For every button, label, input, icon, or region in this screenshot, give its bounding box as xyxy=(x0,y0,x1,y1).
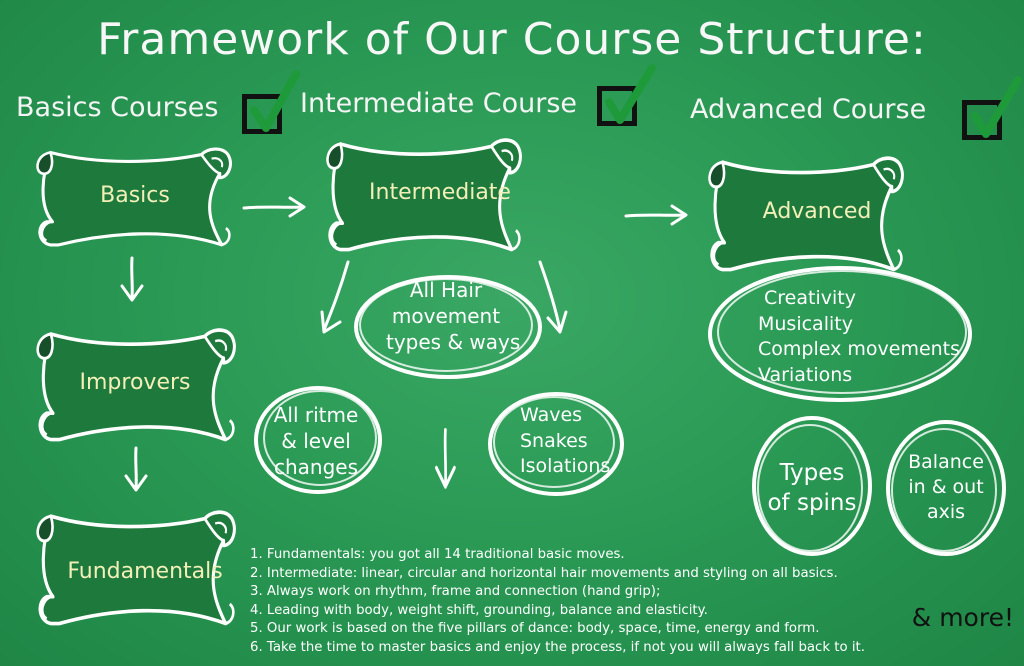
note-item: 3. Always work on rhythm, frame and conn… xyxy=(250,584,661,600)
scroll-label-improvers: Improvers xyxy=(79,370,191,395)
intermediate-checkmark-icon xyxy=(605,64,656,124)
note-item: 1. Fundamentals: you got all 14 traditio… xyxy=(250,547,625,562)
topic-advanced-main: Creativity Musicality Complex movements … xyxy=(758,287,961,386)
header-advanced-course: Advanced Course xyxy=(690,94,927,125)
arrow-improvers-to-fundamentals xyxy=(124,446,148,492)
ellipse-balance xyxy=(886,420,1006,556)
header-basics-courses: Basics Courses xyxy=(16,92,219,123)
arrow-basics-to-intermediate xyxy=(242,196,306,218)
arrow-basics-to-improvers xyxy=(120,256,144,302)
ellipse-advanced-main xyxy=(708,266,972,402)
note-item: 4. Leading with body, weight shift, grou… xyxy=(250,602,708,618)
note-item: 6. Take the time to master basics and en… xyxy=(250,639,865,655)
notes-list: 1. Fundamentals: you got all 14 traditio… xyxy=(250,546,865,658)
topic-waves: Waves Snakes Isolations xyxy=(520,404,611,477)
and-more-label: & more! xyxy=(911,603,1014,632)
intermediate-checkbox[interactable] xyxy=(597,86,637,126)
scroll-label-advanced: Advanced xyxy=(762,199,872,224)
page-title: Framework of Our Course Structure: xyxy=(97,14,927,65)
scroll-label-fundamentals: Fundamentals xyxy=(67,559,223,584)
ellipse-waves xyxy=(488,392,624,496)
scroll-label-intermediate: Intermediate xyxy=(369,180,511,205)
basics-checkmark-icon xyxy=(250,70,300,132)
ellipse-ritme xyxy=(254,386,382,494)
ellipse-hair-movement xyxy=(354,275,542,379)
scroll-label-basics: Basics xyxy=(100,183,170,208)
arrow-intermediate-to-advanced xyxy=(624,204,688,226)
header-intermediate-course: Intermediate Course xyxy=(300,88,578,119)
advanced-checkbox[interactable] xyxy=(962,100,1002,140)
note-item: 5. Our work is based on the five pillars… xyxy=(250,621,820,637)
topic-hair-movement: All Hair movement types & ways xyxy=(386,278,521,354)
note-item: 2. Intermediate: linear, circular and ho… xyxy=(250,565,838,581)
topic-ritme-level: All ritme & level changes xyxy=(273,403,359,479)
advanced-checkmark-icon xyxy=(971,76,1022,138)
basics-checkbox[interactable] xyxy=(242,94,282,134)
topic-balance: Balance in & out axis xyxy=(908,451,984,523)
ellipse-spins xyxy=(752,416,872,556)
topic-spins: Types of spins xyxy=(767,460,857,516)
arrow-intermediate-down xyxy=(436,430,454,487)
